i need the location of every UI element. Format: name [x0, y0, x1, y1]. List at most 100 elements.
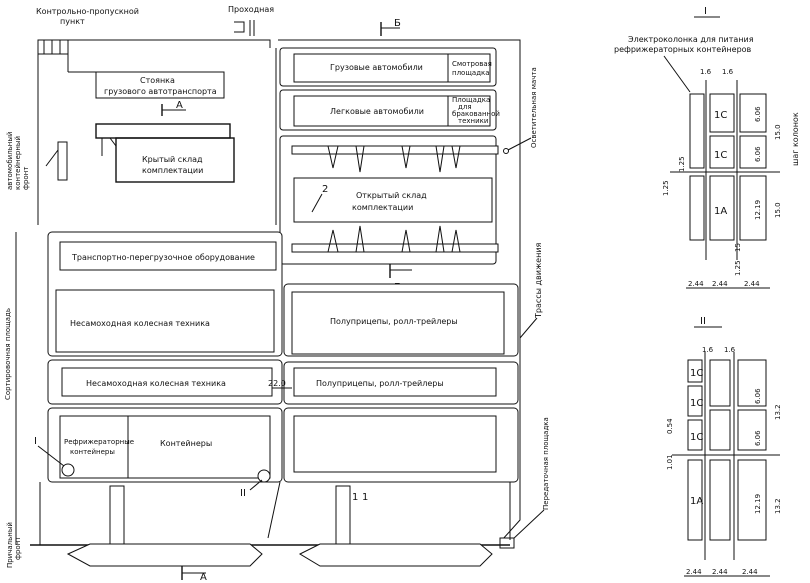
detail-I-150a: 15.0 — [774, 124, 782, 140]
covered-warehouse-ramp — [95, 123, 231, 139]
detail-I-244a: 2.44 — [688, 280, 704, 288]
covered-warehouse-label-1: Крытый склад — [142, 155, 203, 164]
non-self-area-2 — [61, 367, 273, 397]
crane-rail-top — [291, 145, 499, 155]
fence-top-right — [278, 39, 521, 52]
detail-II-dim-16b: 1.6 — [724, 346, 736, 354]
mark-I-label: I — [34, 436, 37, 447]
marker-2: 2 — [322, 184, 328, 195]
non-self-area-1 — [55, 289, 275, 353]
detail-I-244c: 2.44 — [744, 280, 760, 288]
detail-I-caption-1: Электроколонка для питания — [628, 35, 754, 44]
covered-warehouse — [115, 137, 235, 183]
detail-I-1a: 1А — [714, 206, 727, 217]
traffic-routes-label: Трассы движения — [534, 242, 543, 319]
detail-I-dim-16b: 1.6 — [722, 68, 734, 76]
checkpoint-label-2: пункт — [60, 17, 85, 26]
detail-I-125c: 1.25 — [734, 260, 742, 276]
detail-II-1219: 12.19 — [754, 494, 762, 514]
section-a-top-label: А — [176, 100, 183, 111]
reefer-label-2: контейнеры — [70, 448, 115, 456]
marker-2-leader — [311, 193, 323, 213]
ship-left — [66, 543, 263, 567]
fence-top — [68, 39, 271, 48]
open-warehouse — [293, 177, 493, 223]
detail-II-1c-c: 1С — [690, 432, 703, 443]
road-right-edge — [501, 52, 521, 541]
container-area — [59, 415, 271, 479]
defect-label-3: бракованной — [452, 110, 500, 118]
detail-I-dim-16a: 1.6 — [700, 68, 712, 76]
marker-1a: 1 — [352, 492, 358, 503]
detail-II-marker — [257, 469, 271, 483]
entrance-label: Проходная — [228, 5, 274, 14]
truck-parking-label-2: грузового автотранспорта — [104, 87, 217, 96]
truck-parking-area — [95, 71, 225, 99]
ship-right — [298, 543, 493, 567]
light-mast-symbol — [503, 148, 509, 154]
detail-I-150b: 15.0 — [774, 202, 782, 218]
detail-II-stacks — [672, 352, 780, 560]
right-lower-area — [293, 415, 497, 473]
mark-II-label: II — [240, 488, 246, 499]
transfer-equipment-area — [59, 241, 277, 271]
semitrailer-area-2 — [293, 367, 497, 397]
cranes-bottom — [327, 225, 461, 253]
open-warehouse-label-2: комплектации — [352, 203, 413, 212]
cranes-top — [327, 145, 461, 173]
detail-I-1c-a: 1С — [714, 110, 727, 121]
crane-rail-bottom — [291, 243, 499, 253]
detail-I-caption-2: рефрижераторных контейнеров — [614, 45, 752, 54]
detail-II-1c-b: 1С — [690, 398, 703, 409]
non-self-label-1: Несамоходная колесная техника — [70, 319, 210, 328]
mark-II-leader — [249, 479, 263, 491]
transfer-equipment-label: Транспортно-перегрузочное оборудование — [71, 253, 255, 262]
reefer-label-1: Рефрижераторные — [64, 438, 134, 446]
detail-II-606a: 6.06 — [754, 388, 762, 404]
detail-I-marker — [61, 463, 75, 477]
detail-II-101: 1.01 — [666, 454, 674, 470]
detail-I-title: I — [704, 6, 707, 17]
berth-front-label-1: Причальный — [6, 522, 14, 568]
cars-area — [293, 95, 491, 127]
detail-II-054: 0.54 — [666, 418, 674, 434]
svg-text:контейнерный: контейнерный — [14, 136, 22, 190]
section-a-bottom-label: А — [200, 572, 207, 583]
detail-II-244b: 2.44 — [712, 568, 728, 576]
light-mast-label: Осветительная мачта — [530, 67, 538, 148]
detail-I-caption-leader — [663, 55, 691, 93]
warehouse-edge — [109, 137, 117, 147]
detail-I-244b: 2.44 — [712, 280, 728, 288]
width-22-label: 22.0 — [268, 379, 286, 388]
inspection-label-1: Смотровая — [452, 60, 492, 68]
detail-I-1c-b: 1С — [714, 150, 727, 161]
mark-I-leader — [37, 445, 65, 467]
berth-front-label-2: фронт — [14, 537, 22, 560]
defect-label-2: для — [458, 103, 472, 111]
svg-text:автомобильный: автомобильный — [6, 132, 14, 190]
traffic-routes-leader — [519, 317, 538, 339]
detail-II-132a: 13.2 — [774, 404, 782, 420]
detail-II-244a: 2.44 — [686, 568, 702, 576]
detail-I-606b: 6.06 — [754, 146, 762, 162]
cars-label: Легковые автомобили — [330, 107, 424, 116]
section-b-top-label: Б — [394, 18, 401, 29]
detail-II-1c-a: 1С — [690, 368, 703, 379]
semitrailer-label-1: Полуприцепы, ролл-трейлеры — [330, 317, 458, 326]
detail-I-125a: 1.25 — [678, 156, 686, 172]
checkpoint-building — [37, 39, 69, 55]
road-front-platform — [57, 141, 68, 181]
detail-II-606b: 6.06 — [754, 430, 762, 446]
inspection-label-2: площадка — [452, 69, 490, 77]
detail-I-column-step: шаг колонок — [791, 112, 800, 166]
transfer-area-label: Передаточная площадка — [542, 417, 550, 510]
detail-I-15: 15 — [734, 243, 742, 252]
detail-II-title: II — [700, 316, 706, 327]
sorting-area-label: Сортировочная площадь — [4, 308, 12, 400]
transfer-area-leader — [511, 509, 545, 541]
road-front-label: автомобильный контейнерный фронт — [6, 132, 30, 190]
berth-ramp-lines — [39, 481, 511, 545]
detail-II-244c: 2.44 — [742, 568, 758, 576]
semitrailer-area-1 — [291, 291, 505, 355]
